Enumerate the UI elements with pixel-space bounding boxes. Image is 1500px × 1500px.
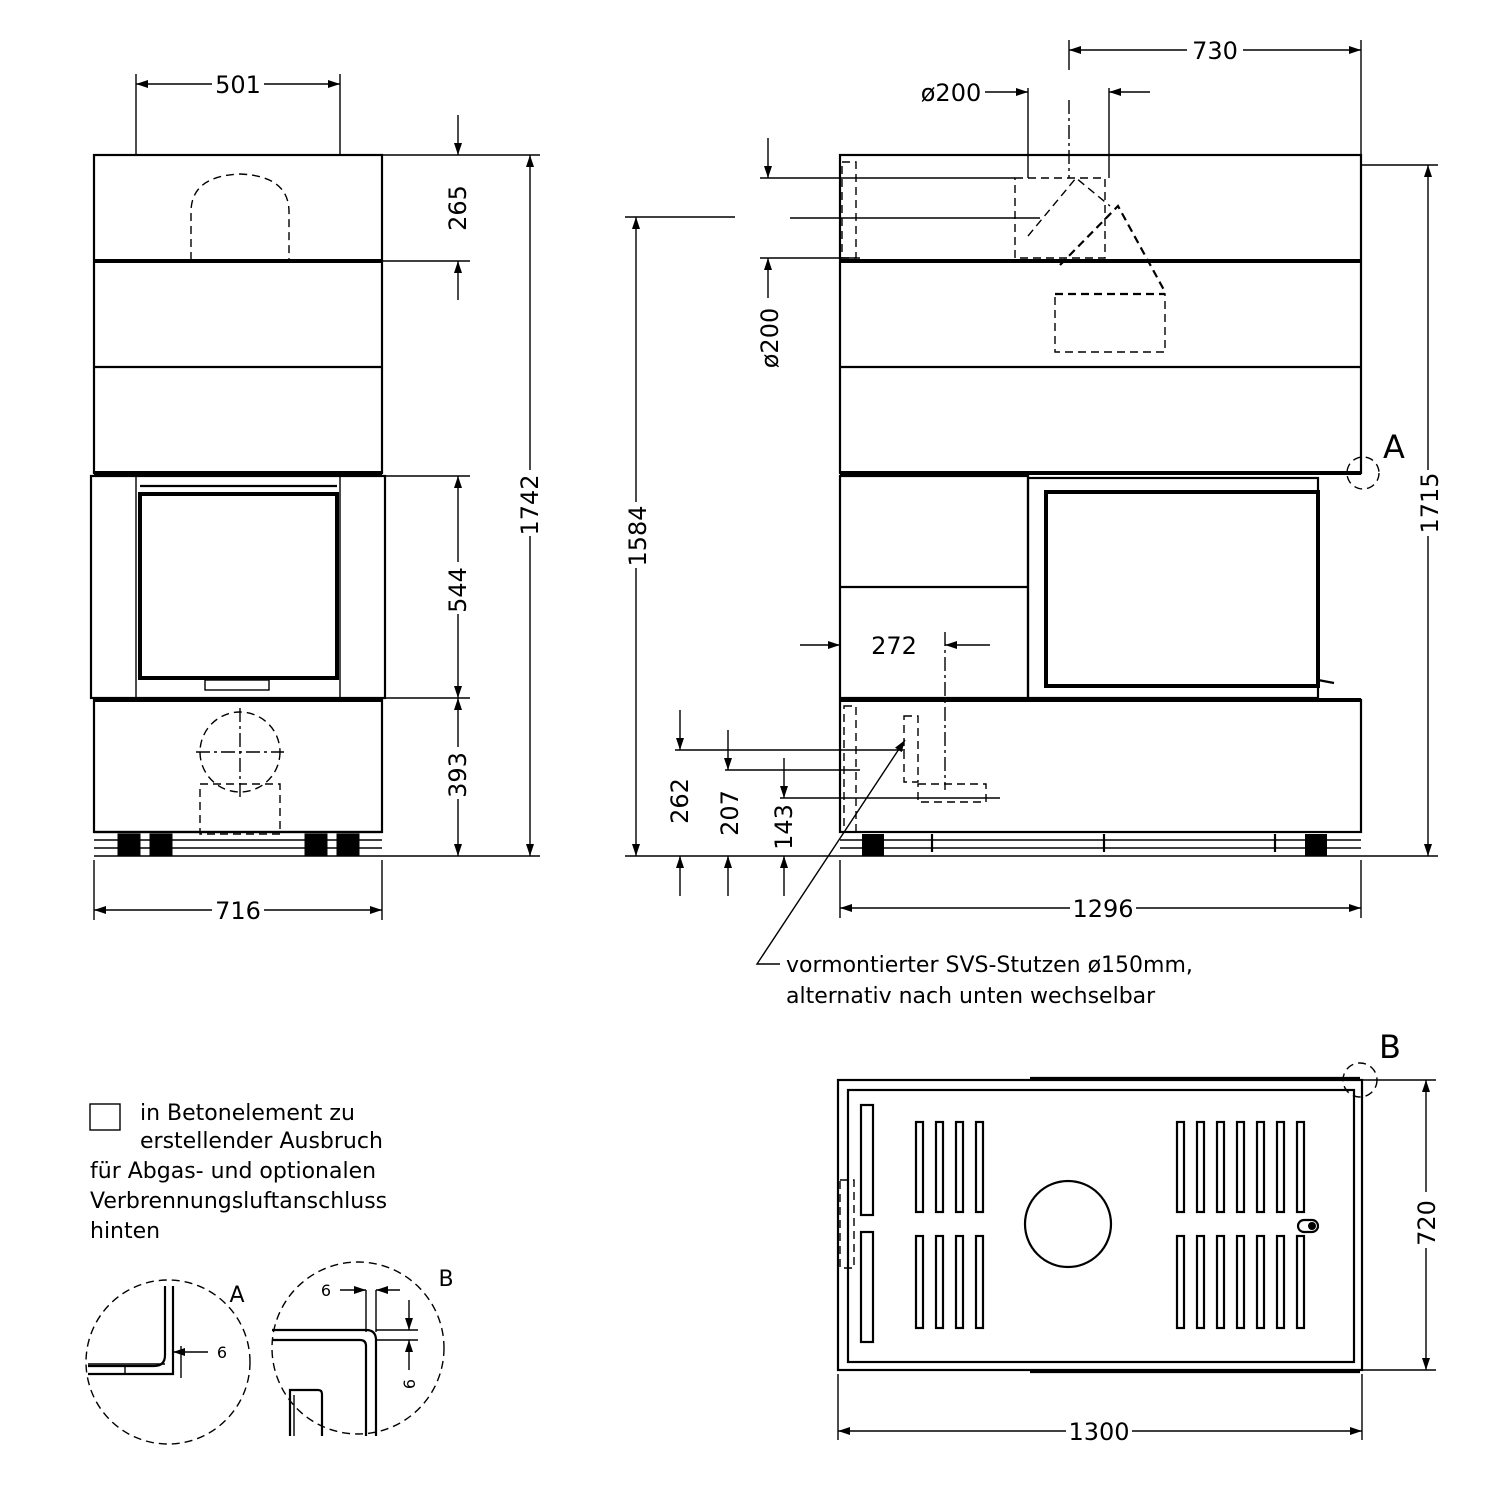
front-total-height-dimension: 1742 xyxy=(516,474,544,535)
top-view-dimension-lines xyxy=(837,1079,1436,1440)
detail-b-vertical-dimension: 6 xyxy=(400,1379,419,1389)
side-dimension-207: 207 xyxy=(716,790,744,836)
front-width-bottom-dimension: 716 xyxy=(215,897,261,925)
detail-a-dimension: 6 xyxy=(217,1343,227,1362)
top-view: B 720 1300 xyxy=(836,1028,1441,1446)
front-top-segment-dimension: 265 xyxy=(444,185,472,231)
flue-outlet-circle xyxy=(1023,1179,1113,1269)
side-view: 730 ø200 ø200 1584 1715 272 262 207 143 … xyxy=(622,36,1444,1009)
top-view-vents-right-lower xyxy=(1175,1234,1306,1330)
front-view: 501 716 265 544 393 1742 xyxy=(89,70,544,925)
legend: in Betonelement zu erstellender Ausbruch… xyxy=(89,1101,387,1244)
side-dimension-262: 262 xyxy=(666,778,694,824)
side-dimension-143: 143 xyxy=(770,804,798,850)
side-flue-top-diameter: ø200 xyxy=(921,79,982,107)
front-width-top-dimension: 501 xyxy=(215,71,261,99)
svs-annotation-line-2: alternativ nach unten wechselbar xyxy=(786,984,1156,1009)
svs-annotation-line-1: vormontierter SVS-Stutzen ø150mm, xyxy=(786,953,1193,978)
front-view-body xyxy=(89,153,387,857)
front-base-dimension: 393 xyxy=(444,752,472,798)
side-view-dimension-lines xyxy=(625,40,1438,965)
top-depth-dimension: 720 xyxy=(1413,1200,1441,1246)
front-view-dimension-lines xyxy=(93,74,540,920)
side-height-left-dimension: 1584 xyxy=(624,505,652,566)
hatch-legend-icon xyxy=(89,1103,121,1131)
detail-b: 6 6 B xyxy=(271,1261,454,1436)
detail-marker-b: B xyxy=(1379,1028,1401,1066)
side-height-right-dimension: 1715 xyxy=(1416,472,1444,533)
top-view-vents-left-upper xyxy=(914,1120,985,1214)
detail-marker-a: A xyxy=(1383,428,1405,466)
detail-b-horizontal-dimension: 6 xyxy=(321,1281,331,1300)
legend-line-5: hinten xyxy=(90,1219,160,1244)
front-firebox-dimension: 544 xyxy=(444,567,472,613)
side-view-body xyxy=(838,88,1380,857)
legend-line-3: für Abgas- und optionalen xyxy=(90,1159,376,1184)
detail-a: 6 A xyxy=(85,1279,251,1445)
top-width-dimension: 1300 xyxy=(1068,1418,1129,1446)
side-flue-rear-diameter: ø200 xyxy=(756,308,784,369)
top-view-vents-right-upper xyxy=(1175,1120,1306,1214)
top-view-vents-left-lower xyxy=(914,1234,985,1330)
legend-line-4: Verbrennungsluftanschluss xyxy=(90,1189,387,1214)
detail-b-label: B xyxy=(438,1267,453,1292)
legend-line-1: in Betonelement zu xyxy=(140,1101,355,1126)
side-width-dimension: 1296 xyxy=(1072,895,1133,923)
side-offset-top-dimension: 730 xyxy=(1192,37,1238,65)
detail-a-label: A xyxy=(229,1283,244,1308)
side-inlet-offset-dimension: 272 xyxy=(871,632,917,660)
legend-line-2: erstellender Ausbruch xyxy=(140,1129,383,1154)
top-view-body xyxy=(836,1062,1378,1374)
